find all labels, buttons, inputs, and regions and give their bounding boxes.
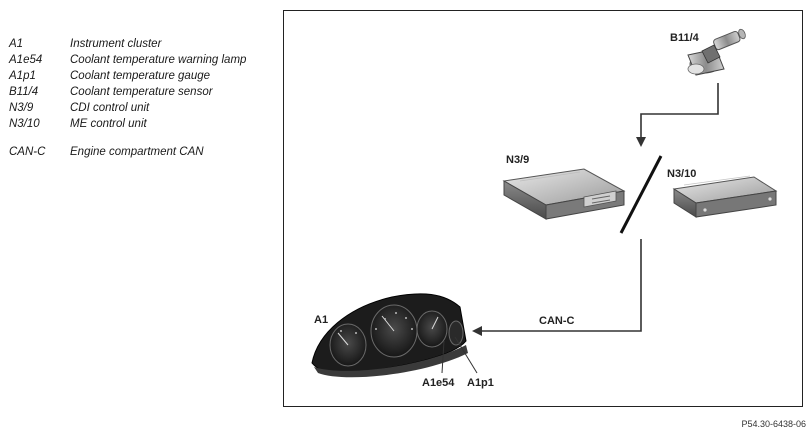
figure-reference: P54.30-6438-06 [741,419,806,429]
instrument-cluster-icon [311,293,468,378]
legend-row-a1: A1 Instrument cluster [9,37,249,51]
label-a1: A1 [314,314,328,326]
cdi-control-unit-icon [502,168,626,220]
pointer-a1p1 [454,336,478,374]
arrow-left-icon [472,326,482,336]
legend-code: B11/4 [9,86,39,98]
sensor-signal-line [640,83,719,139]
legend: A1 Instrument cluster A1e54 Coolant temp… [9,37,249,161]
can-bus-slash [619,155,663,234]
label-b11-4: B11/4 [670,32,700,44]
legend-row-b11-4: B11/4 Coolant temperature sensor [9,85,249,99]
legend-code: N3/9 [9,102,34,114]
label-a1e54: A1e54 [422,377,455,389]
legend-code: A1e54 [9,54,43,66]
legend-row-n3-9: N3/9 CDI control unit [9,101,249,115]
legend-desc: Engine compartment CAN [70,146,204,158]
me-control-unit-icon [672,175,778,218]
legend-desc: Instrument cluster [70,38,162,50]
can-c-line [481,239,642,332]
legend-code: A1p1 [9,70,36,82]
legend-desc: Coolant temperature gauge [70,70,211,82]
label-can-c: CAN-C [539,315,574,327]
pointer-a1e54 [441,340,445,374]
legend-code: A1 [9,38,24,50]
legend-code: N3/10 [9,118,40,130]
legend-row-n3-10: N3/10 ME control unit [9,117,249,131]
label-a1p1: A1p1 [467,377,494,389]
label-n3-9: N3/9 [506,154,529,166]
label-n3-10: N3/10 [667,168,696,180]
legend-row-a1p1: A1p1 Coolant temperature gauge [9,69,249,83]
arrow-down-icon [636,137,646,147]
legend-desc: Coolant temperature warning lamp [70,54,247,66]
legend-desc: Coolant temperature sensor [70,86,213,98]
legend-row-can-c: CAN-C Engine compartment CAN [9,145,249,159]
diagram-frame: B11/4 N3/9 N3/10 CAN-C [283,10,803,407]
legend-code: CAN-C [9,146,46,158]
diagram-canvas: B11/4 N3/9 N3/10 CAN-C [311,28,778,389]
coolant-temp-sensor-icon [687,28,746,76]
legend-desc: ME control unit [70,118,147,130]
legend-row-a1e54: A1e54 Coolant temperature warning lamp [9,53,249,67]
legend-desc: CDI control unit [70,102,150,114]
